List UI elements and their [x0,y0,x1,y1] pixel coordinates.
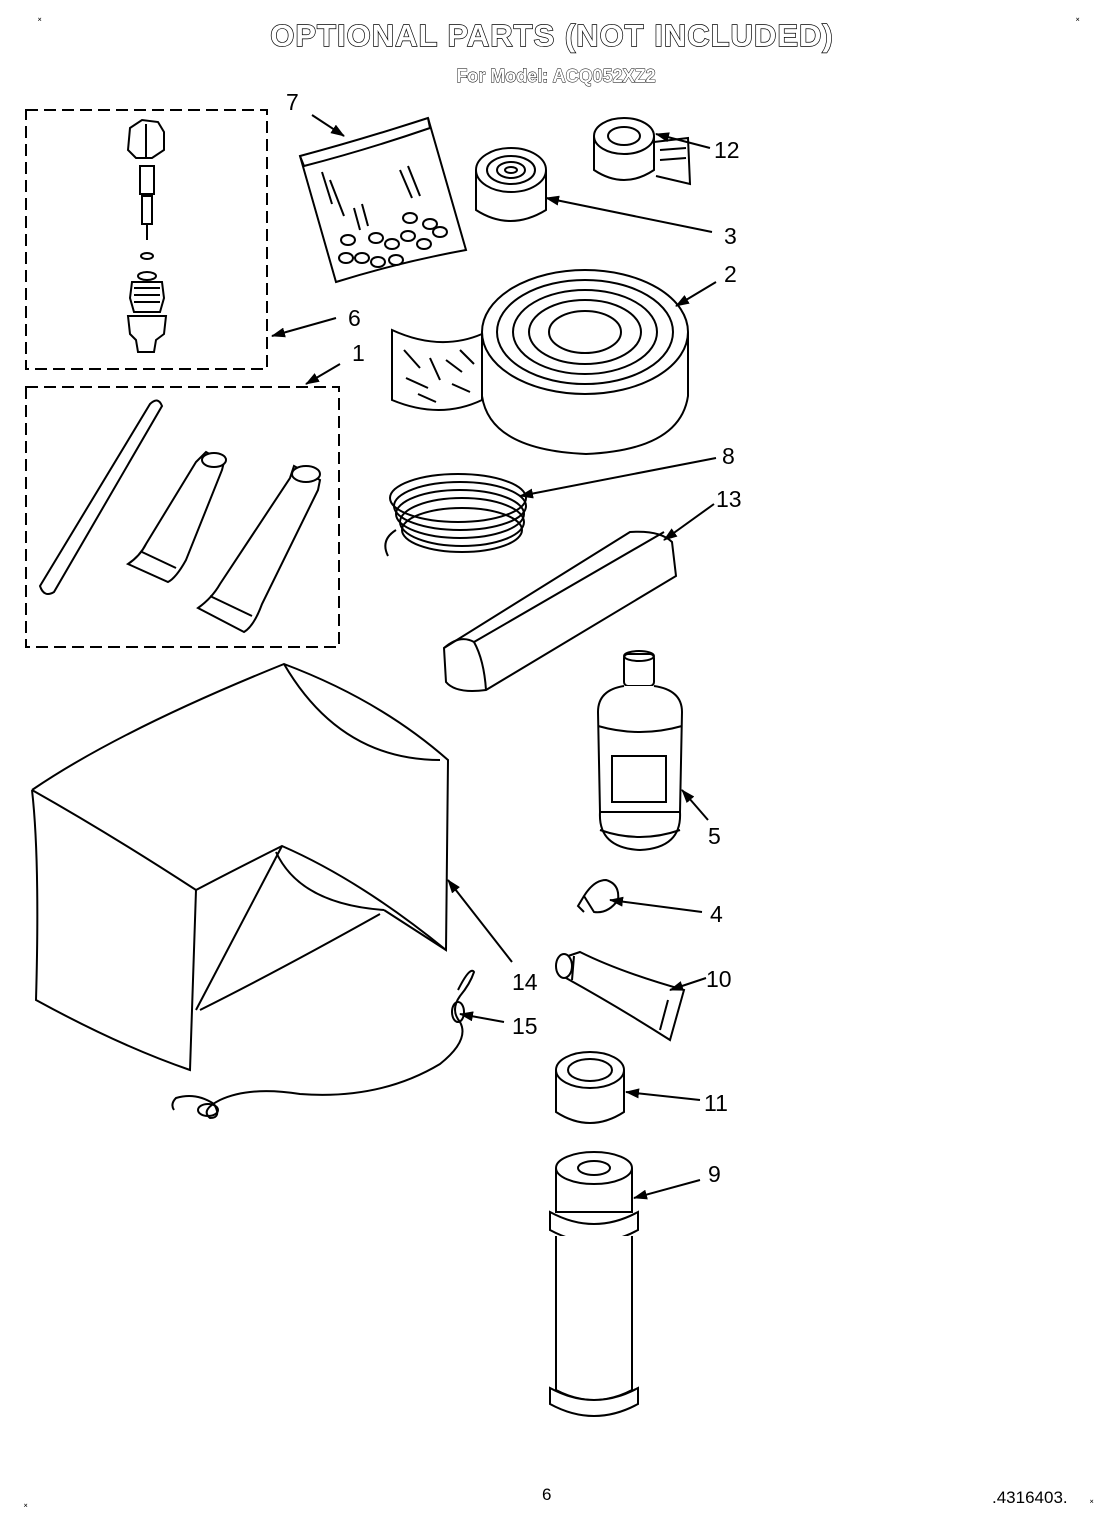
callout-3: 3 [724,223,737,249]
callout-11: 11 [704,1090,728,1116]
callout-12: 12 [714,137,740,163]
corner-mark-bottom-left: ˟ [24,1503,28,1514]
callout-4: 4 [710,901,723,927]
callout-5: 5 [708,823,721,849]
tape-roll-12-part [593,117,692,186]
wire-coil-part [384,473,527,557]
valve-fitting-part [126,118,168,353]
page-number: 6 [542,1485,552,1504]
tape-roll-3-part [475,147,547,222]
foam-tape-roll-part [391,269,689,456]
callout-8: 8 [722,443,735,469]
kit-1-dashed-box [25,386,340,648]
corner-mark-top-right: ˟ [1076,17,1080,28]
spray-can-part [549,1151,639,1417]
foam-block-part [442,530,678,692]
capsule-part [576,878,620,914]
unit-cover-part [31,662,450,1072]
callout-1: 1 [352,340,365,366]
callout-9: 9 [708,1161,721,1187]
sealant-tube-part [555,950,686,1042]
document-code: .4316403. [992,1488,1068,1507]
tie-cord-part [171,969,476,1120]
callout-7: 7 [286,89,299,115]
installation-kit-part [38,399,322,634]
hardware-bag-part [298,116,468,284]
cleaner-bottle-part [596,650,684,852]
kit-6-dashed-box [25,109,268,370]
corner-mark-bottom-right: ˟ [1090,1499,1094,1510]
tape-roll-11-part [555,1051,625,1124]
callout-6: 6 [348,305,361,331]
corner-mark-top-left: ˟ [38,17,42,28]
callout-15: 15 [512,1013,538,1039]
callout-13: 13 [716,486,742,512]
leader-lines [271,114,717,1200]
page-title: OPTIONAL PARTS (NOT INCLUDED) [270,17,834,53]
callout-10: 10 [706,966,732,992]
callout-2: 2 [724,261,737,287]
callout-14: 14 [512,969,538,995]
model-subtitle: For Model: ACQ052XZ2 [456,66,656,87]
